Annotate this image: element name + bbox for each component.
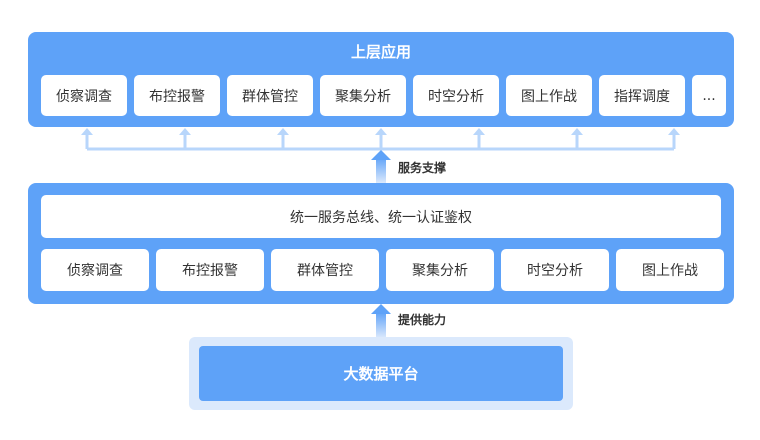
app-chip-group-control: 群体管控: [227, 75, 313, 116]
app-chip-spatiotemporal-analysis: 时空分析: [413, 75, 499, 116]
branch-arrows: [81, 128, 680, 149]
provide-capability-label: 提供能力: [398, 313, 447, 327]
capability-chip-group-control: 群体管控: [271, 249, 379, 291]
app-chip-investigation: 侦察调查: [41, 75, 127, 116]
branch-arrow: [668, 128, 680, 149]
capability-chip-gathering-analysis: 聚集分析: [386, 249, 494, 291]
upper-application-layer: 上层应用 侦察调查 布控报警 群体管控 聚集分析 时空分析 图上作战 指挥调度 …: [28, 32, 734, 127]
capability-chip-spatiotemporal-analysis: 时空分析: [501, 249, 609, 291]
app-chip-more: ...: [692, 75, 726, 116]
branch-arrow: [571, 128, 583, 149]
capability-chip-map-operations: 图上作战: [616, 249, 724, 291]
service-support-arrow: [371, 150, 391, 183]
branch-arrow: [473, 128, 485, 149]
app-chip-map-operations: 图上作战: [506, 75, 592, 116]
app-chip-gathering-analysis: 聚集分析: [320, 75, 406, 116]
app-chip-surveillance-alarm: 布控报警: [134, 75, 220, 116]
upper-layer-title: 上层应用: [350, 43, 411, 61]
capability-chip-surveillance-alarm: 布控报警: [156, 249, 264, 291]
app-chip-command-dispatch: 指挥调度: [599, 75, 685, 116]
capability-row: 侦察调查 布控报警 群体管控 聚集分析 时空分析 图上作战: [41, 249, 724, 291]
big-data-platform: 大数据平台: [199, 346, 563, 401]
provide-capability-arrow: [371, 304, 391, 338]
branch-arrow: [81, 128, 93, 149]
upper-app-row: 侦察调查 布控报警 群体管控 聚集分析 时空分析 图上作战 指挥调度 ...: [41, 75, 726, 116]
service-support-label: 服务支撑: [398, 161, 447, 175]
service-bus-bar: 统一服务总线、统一认证鉴权: [41, 195, 721, 238]
branch-arrow: [375, 128, 387, 149]
branch-arrow: [179, 128, 191, 149]
base-platform-container: 大数据平台: [189, 337, 573, 410]
branch-arrow: [277, 128, 289, 149]
capability-chip-investigation: 侦察调查: [41, 249, 149, 291]
service-layer: 统一服务总线、统一认证鉴权 侦察调查 布控报警 群体管控 聚集分析 时空分析 图…: [28, 183, 734, 304]
